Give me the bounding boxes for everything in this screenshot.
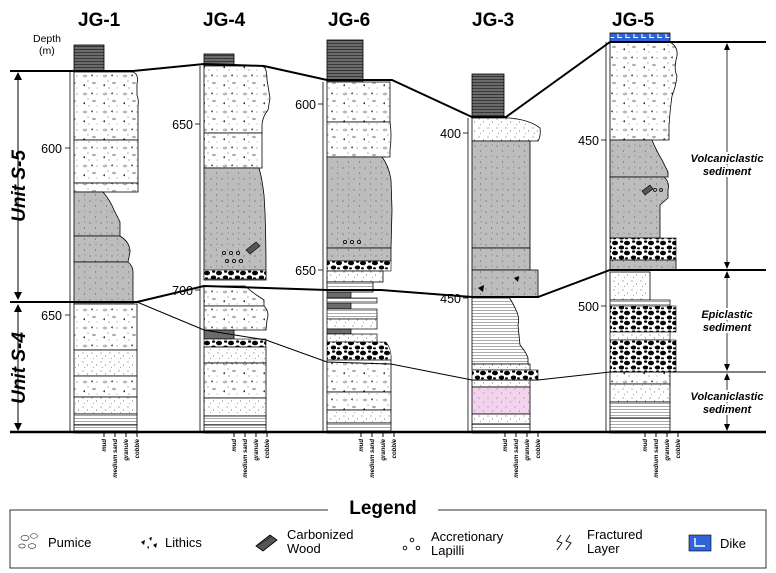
legend-label-layer: Layer — [587, 541, 620, 556]
column-title-jg5: JG-5 — [612, 10, 655, 31]
grain-label-mud: mud — [643, 439, 649, 452]
legend: Legend Pumice Lithics Carbonized Wood Ac… — [9, 496, 767, 569]
depth-tick-jg5-450: 450 — [578, 134, 599, 148]
depth-tick-jg6-600: 600 — [295, 98, 316, 112]
sediment-brackets — [724, 43, 730, 431]
legend-label-accretionary: Accretionary — [431, 529, 504, 544]
sediment-label-upper-1: Volcaniclastic — [691, 153, 764, 165]
correlation-lines — [10, 41, 766, 434]
grain-label-granule: granule — [525, 438, 531, 461]
grain-label-medium-sand: medium sand — [514, 439, 520, 478]
grain-label-medium-sand: medium sand — [113, 439, 119, 478]
grain-label-mud: mud — [359, 439, 365, 452]
depth-label-line1: Depth — [33, 33, 61, 45]
depth-tick-jg1-600: 600 — [41, 142, 62, 156]
grain-label-granule: granule — [124, 438, 130, 461]
grain-scale-jg6: mud medium sand granule cobble — [359, 433, 398, 478]
legend-label-lapilli: Lapilli — [431, 543, 464, 558]
carbonized-wood-icon — [255, 534, 278, 552]
column-jg5 — [609, 32, 678, 434]
lithics-icon — [141, 537, 157, 549]
legend-label-fractured: Fractured — [587, 527, 643, 542]
grain-label-cobble: cobble — [135, 438, 141, 458]
grain-label-granule: granule — [254, 438, 260, 461]
grain-label-medium-sand: medium sand — [243, 439, 249, 478]
grain-scale-jg4: mud medium sand granule cobble — [232, 433, 271, 478]
depth-label-line2: (m) — [39, 45, 55, 57]
grain-label-cobble: cobble — [676, 438, 682, 458]
column-jg4 — [203, 53, 271, 434]
sediment-label-lower-1: Volcaniclastic — [691, 391, 764, 403]
grain-label-medium-sand: medium sand — [370, 439, 376, 478]
legend-label-carbonized: Carbonized — [287, 527, 354, 542]
pumice-icon — [18, 533, 38, 549]
depth-tick-jg4-650: 650 — [172, 118, 193, 132]
depth-tick-jg6-650: 650 — [295, 264, 316, 278]
depth-tick-jg5-500: 500 — [578, 300, 599, 314]
column-title-jg1: JG-1 — [78, 10, 121, 31]
sediment-label-upper-2: sediment — [703, 166, 753, 178]
sediment-label-middle-2: sediment — [703, 322, 753, 334]
legend-label-pumice: Pumice — [48, 535, 91, 550]
column-title-jg4: JG-4 — [203, 10, 246, 31]
fractured-layer-icon — [556, 534, 572, 551]
grain-scale-jg1: mud medium sand granule cobble — [102, 433, 141, 478]
column-title-jg3: JG-3 — [472, 10, 514, 31]
grain-label-cobble: cobble — [392, 438, 398, 458]
column-jg3 — [471, 73, 541, 434]
legend-label-dike: Dike — [720, 536, 746, 551]
column-jg1 — [73, 44, 139, 434]
column-jg6 — [326, 39, 393, 434]
grain-label-mud: mud — [232, 439, 238, 452]
grain-label-granule: granule — [665, 438, 671, 461]
grain-label-cobble: cobble — [536, 438, 542, 458]
sediment-label-lower-2: sediment — [703, 404, 753, 416]
grain-label-granule: granule — [381, 438, 387, 461]
depth-tick-jg1-650: 650 — [41, 309, 62, 323]
dike-icon — [688, 534, 712, 552]
unit-label-s5: Unit S-5 — [9, 150, 30, 222]
depth-tick-jg3-400: 400 — [440, 127, 461, 141]
legend-label-lithics: Lithics — [165, 535, 202, 550]
grain-scale-jg5: mud medium sand granule cobble — [643, 433, 682, 478]
column-title-jg6: JG-6 — [328, 10, 370, 31]
legend-title: Legend — [349, 498, 417, 519]
grain-scale-jg3: mud medium sand granule cobble — [503, 433, 542, 478]
grain-label-mud: mud — [102, 439, 108, 452]
grain-label-cobble: cobble — [265, 438, 271, 458]
grain-label-mud: mud — [503, 439, 509, 452]
grain-label-medium-sand: medium sand — [654, 439, 660, 478]
legend-label-wood: Wood — [287, 541, 321, 556]
unit-brackets — [14, 72, 22, 431]
unit-label-s4: Unit S-4 — [9, 332, 30, 404]
accretionary-lapilli-icon — [402, 537, 421, 551]
sediment-label-middle-1: Epiclastic — [701, 309, 752, 321]
